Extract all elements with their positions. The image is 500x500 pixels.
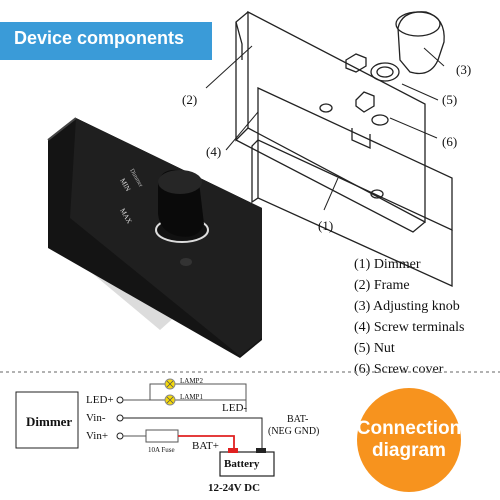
connection-line2: diagram	[372, 440, 446, 461]
title-banner: Device components	[0, 22, 212, 60]
battery-label: Battery	[224, 458, 260, 470]
bat-plus-label: BAT+	[192, 440, 219, 452]
legend-item: (4) Screw terminals	[354, 320, 465, 335]
separator-line	[0, 371, 500, 373]
legend-item: (2) Frame	[354, 278, 410, 293]
legend-item: (6) Screw cover	[354, 362, 444, 377]
parts-drawing	[345, 11, 445, 82]
voltage-label: 12-24V DC	[208, 482, 261, 494]
fuse-label: 10A Fuse	[148, 446, 175, 454]
callout-5: (5)	[442, 92, 458, 107]
callout-3: (3)	[456, 62, 472, 77]
lamp1-label: LAMP1	[180, 393, 203, 401]
components-legend: (1) Dimmer (2) Frame (3) Adjusting knob …	[354, 254, 464, 380]
legend-item: (3) Adjusting knob	[354, 299, 460, 314]
wiring-dimmer-label: Dimmer	[26, 414, 73, 429]
callout-4: (4)	[206, 144, 222, 159]
banner-title: Device components	[14, 28, 185, 48]
callout-6: (6)	[442, 134, 458, 149]
legend-item: (5) Nut	[354, 341, 395, 356]
dimmer-body-drawing	[251, 86, 453, 288]
led-minus-label: LED-	[222, 402, 248, 414]
wiring-diagram	[15, 378, 275, 477]
callout-2: (2)	[182, 92, 198, 107]
callout-leaders	[205, 45, 445, 211]
lamp2-label: LAMP2	[180, 377, 203, 385]
bat-minus-label: BAT-	[287, 414, 309, 425]
pin-led-plus: LED+	[86, 394, 114, 406]
neg-gnd-label: (NEG GND)	[268, 426, 320, 437]
connection-diagram-badge: Connection diagram	[357, 388, 461, 492]
callout-1: (1)	[318, 218, 334, 233]
legend-item: (1) Dimmer	[354, 257, 421, 272]
pin-vin-plus: Vin+	[86, 430, 109, 442]
pin-vin-minus: Vin-	[86, 412, 106, 424]
connection-line1: Connection	[356, 418, 462, 439]
dimmer-photo	[47, 117, 262, 358]
